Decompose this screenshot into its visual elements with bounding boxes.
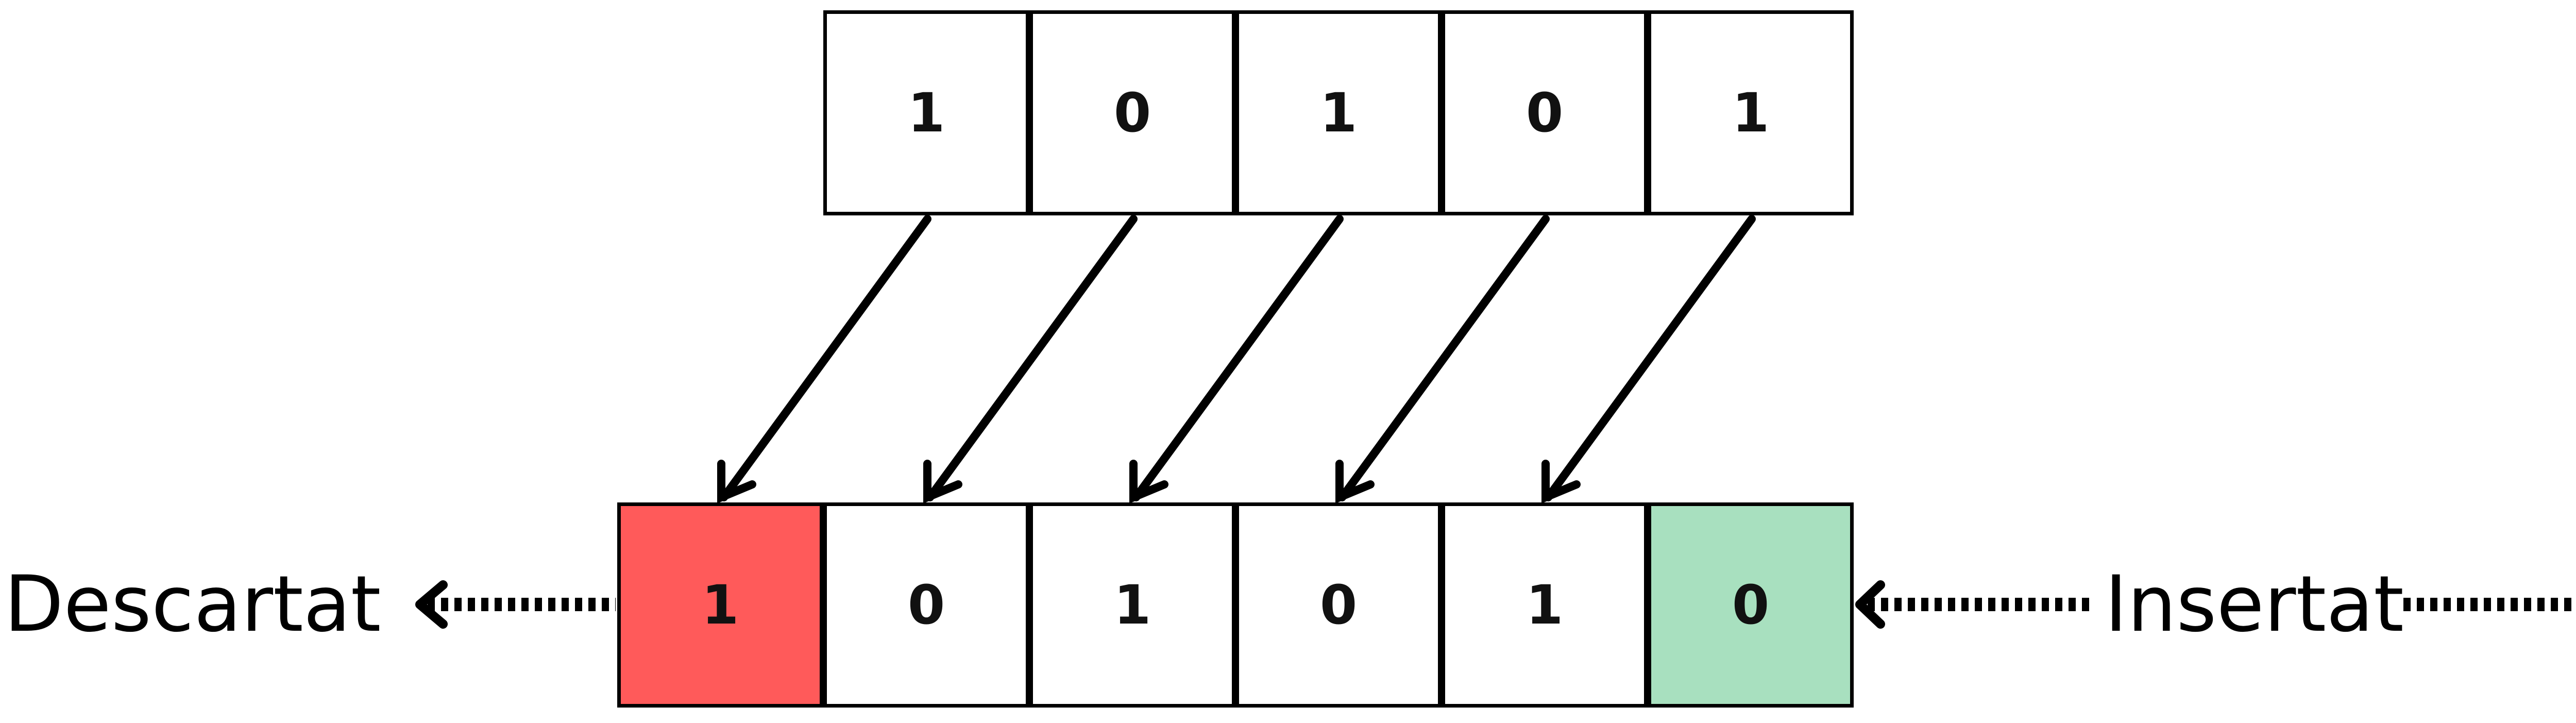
inserted-label: Insertat xyxy=(2105,560,2404,649)
shifted-bit-2: 0 xyxy=(823,502,1029,708)
original-bit-5: 1 xyxy=(1648,10,1854,215)
shift-arrow-5 xyxy=(1544,215,1756,501)
discarded-label: Descartat xyxy=(4,560,381,649)
original-bit-4: 0 xyxy=(1442,10,1648,215)
shifted-bit-3: 1 xyxy=(1029,502,1235,708)
arrow-head-3 xyxy=(1129,460,1168,503)
shift-arrow-3 xyxy=(1132,215,1344,501)
arrow-head-2 xyxy=(923,460,962,503)
shifted-bit-5: 1 xyxy=(1442,502,1648,708)
arrow-head-5 xyxy=(1541,460,1581,503)
original-bit-2: 0 xyxy=(1029,10,1235,215)
shift-arrow-2 xyxy=(926,215,1138,501)
discard-arrow xyxy=(415,580,616,629)
discarded-bit: 1 xyxy=(617,502,823,708)
original-bit-1: 1 xyxy=(823,10,1029,215)
shift-arrow-4 xyxy=(1338,215,1550,501)
arrow-head-4 xyxy=(1335,460,1375,503)
inserted-bit-in-register: 0 xyxy=(1648,502,1854,708)
shift-arrows xyxy=(717,215,1756,503)
shift-arrow-1 xyxy=(720,215,931,501)
insert-arrow xyxy=(1855,580,2576,629)
arrow-head-1 xyxy=(717,460,756,503)
original-bit-3: 1 xyxy=(1235,10,1442,215)
shifted-bit-4: 0 xyxy=(1235,502,1442,708)
